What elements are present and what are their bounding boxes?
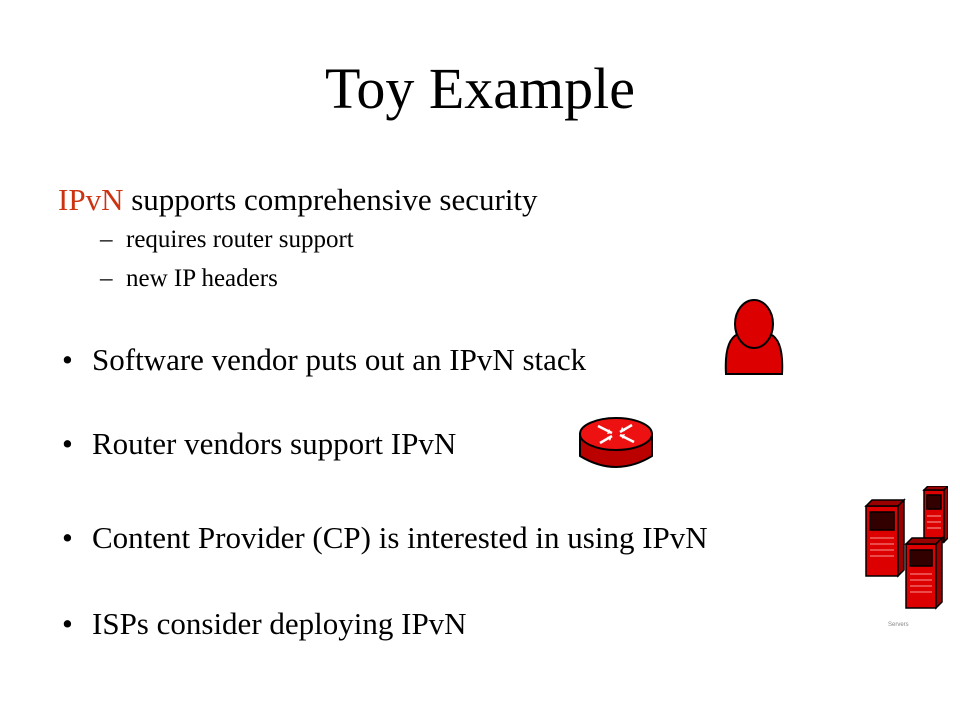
bullet-text: ISPs consider deploying IPvN <box>92 606 467 641</box>
intro-line: IPvN supports comprehensive security <box>58 180 538 220</box>
router-icon <box>579 417 653 468</box>
bullet-symbol: • <box>62 606 73 641</box>
intro-highlight: IPvN <box>58 182 124 217</box>
bullet-item: • Content Provider (CP) is interested in … <box>62 518 708 558</box>
server-cluster-icon <box>864 486 948 610</box>
bullet-text: Content Provider (CP) is interested in u… <box>92 520 708 555</box>
slide-title: Toy Example <box>324 56 636 121</box>
sub-item: –requires router support <box>100 224 354 256</box>
sub-item-dash: – <box>100 265 113 292</box>
sub-item-dash: – <box>100 226 113 253</box>
bullet-item: • Router vendors support IPvN <box>62 424 456 464</box>
person-icon <box>724 299 784 375</box>
server-caption: Servers <box>888 622 909 628</box>
bullet-text: Software vendor puts out an IPvN stack <box>92 342 587 377</box>
bullet-symbol: • <box>62 342 73 377</box>
sub-item: –new IP headers <box>100 263 278 295</box>
bullet-text: Router vendors support IPvN <box>92 426 457 461</box>
intro-text: supports comprehensive security <box>123 182 538 217</box>
sub-item-text: requires router support <box>126 226 354 253</box>
bullet-item: • Software vendor puts out an IPvN stack <box>62 340 586 380</box>
bullet-symbol: • <box>62 426 73 461</box>
bullet-item: • ISPs consider deploying IPvN <box>62 604 467 644</box>
sub-item-text: new IP headers <box>126 265 278 292</box>
bullet-symbol: • <box>62 520 73 555</box>
